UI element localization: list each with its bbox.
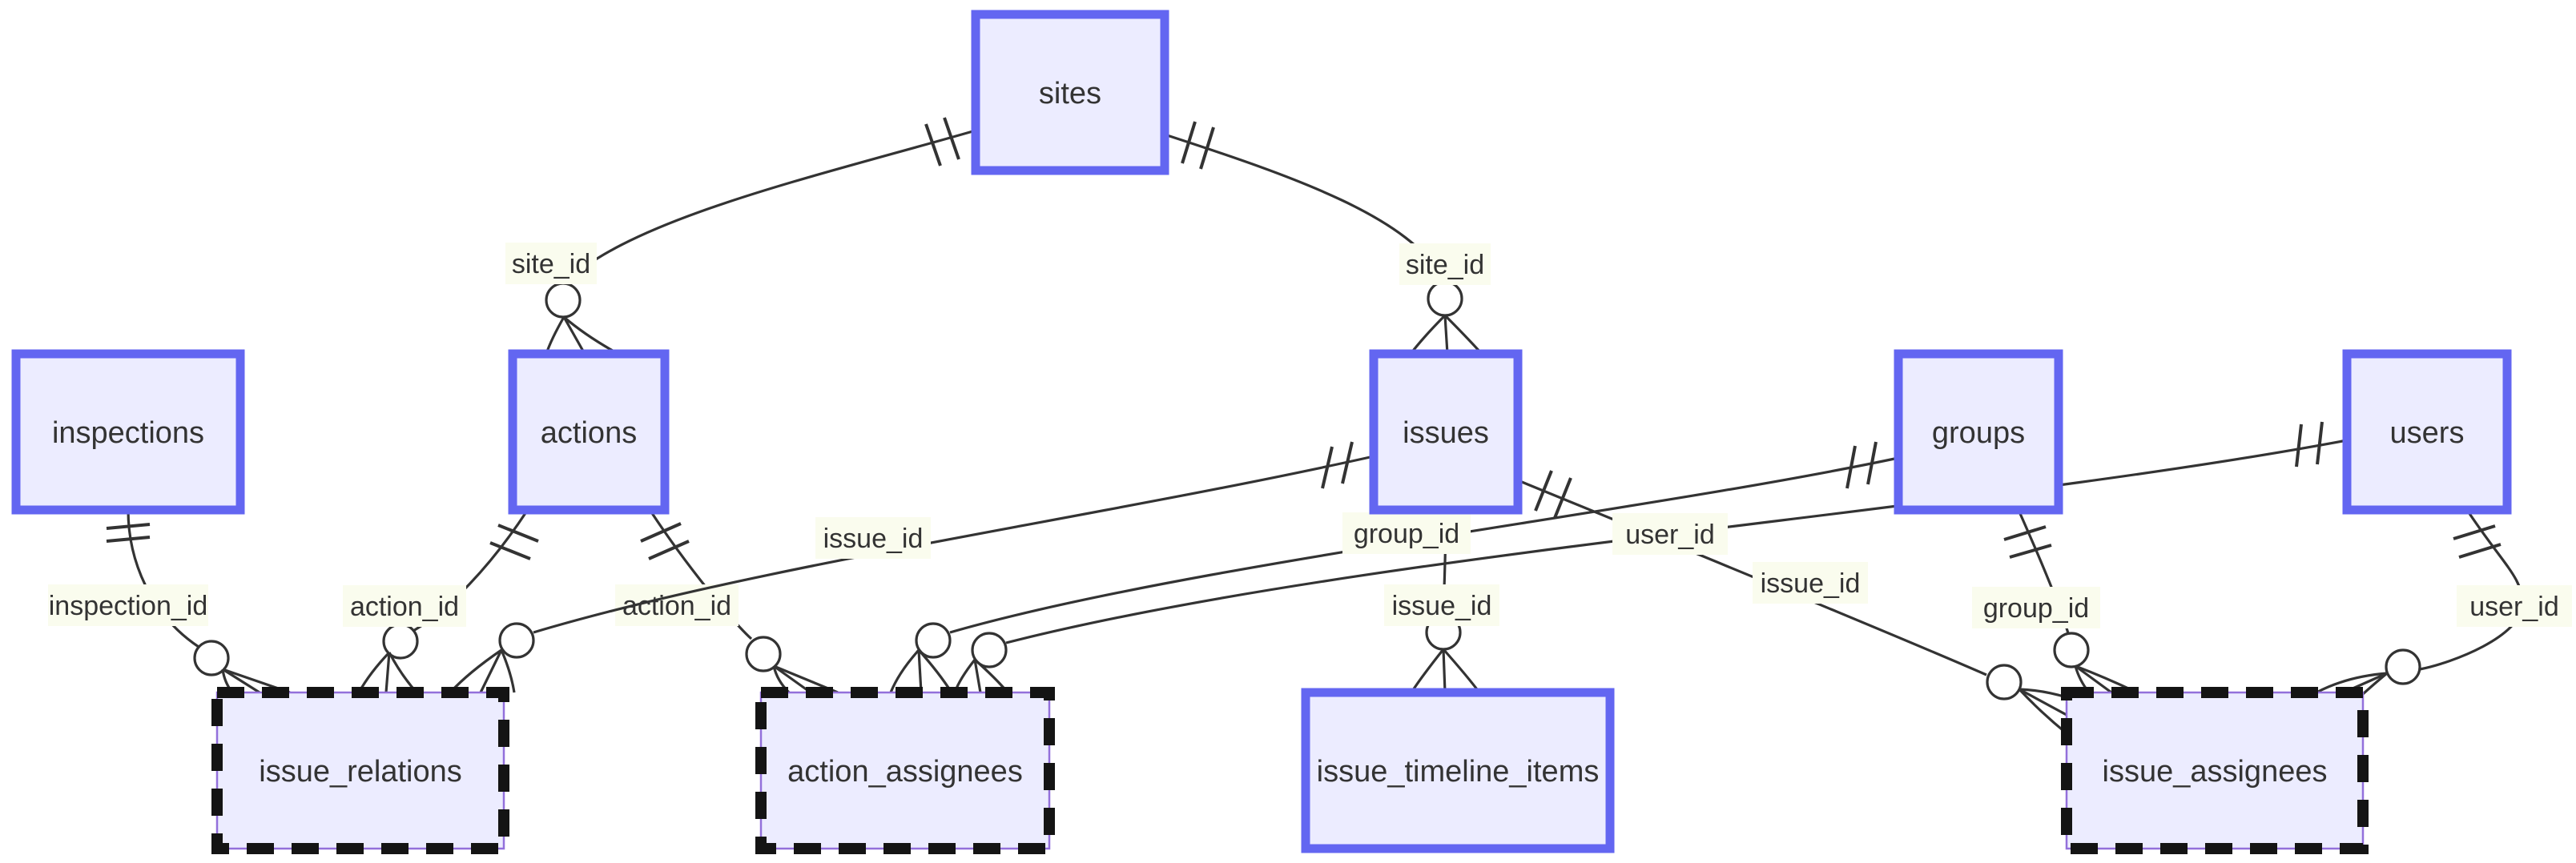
svg-text:group_id: group_id — [1983, 593, 2089, 624]
relationship-sites-actions: site_id — [505, 117, 976, 355]
relationship-label: group_id — [1972, 587, 2100, 628]
svg-text:issue_id: issue_id — [1761, 568, 1861, 599]
zero-or-many-marker — [545, 282, 619, 355]
zero-or-many-marker — [193, 640, 291, 694]
entity-inspections: inspections — [11, 349, 245, 515]
svg-text:action_assignees: action_assignees — [787, 755, 1023, 789]
relationship-groups-issue-assignees: group_id — [1972, 509, 2138, 694]
relationship-label: issue_id — [1753, 562, 1868, 604]
zero-or-many-marker — [449, 622, 535, 694]
relationship-issues-issue-relations: issue_id — [449, 441, 1375, 694]
zero-or-many-marker — [1410, 614, 1481, 693]
one-marker — [1845, 441, 1878, 489]
svg-text:inspections: inspections — [52, 416, 204, 450]
entity-actions: actions — [508, 349, 670, 515]
zero-or-many-marker — [953, 632, 1009, 694]
svg-text:actions: actions — [541, 416, 637, 450]
zero-or-many-marker — [745, 636, 839, 694]
svg-text:groups: groups — [1932, 416, 2025, 450]
relationship-label: user_id — [2457, 585, 2572, 627]
svg-text:group_id: group_id — [1354, 519, 1459, 549]
relationship-label: site_id — [1399, 243, 1491, 285]
svg-text:issue_assignees: issue_assignees — [2103, 755, 2328, 789]
entity-users: users — [2342, 349, 2512, 515]
svg-text:site_id: site_id — [512, 249, 590, 279]
svg-text:inspection_id: inspection_id — [49, 591, 207, 621]
relationship-label: issue_id — [1384, 584, 1499, 626]
entity-sites: sites — [971, 10, 1169, 175]
zero-or-many-marker — [1986, 664, 2068, 735]
entity-action-assignees: action_assignees — [755, 687, 1055, 854]
svg-text:issues: issues — [1403, 416, 1489, 450]
relationship-label: group_id — [1342, 512, 1471, 554]
entity-issues: issues — [1369, 349, 1523, 515]
entity-groups: groups — [1894, 349, 2063, 515]
svg-text:issue_id: issue_id — [823, 524, 924, 554]
relationship-actions-issue-relations: action_id — [343, 510, 539, 694]
svg-text:action_id: action_id — [350, 592, 459, 622]
svg-text:issue_relations: issue_relations — [259, 755, 461, 789]
svg-text:issue_timeline_items: issue_timeline_items — [1317, 755, 1600, 789]
entity-issue-timeline-items: issue_timeline_items — [1301, 688, 1615, 853]
zero-or-many-marker — [2316, 648, 2421, 696]
relationship-inspections-issue-relations: inspection_id — [48, 509, 291, 694]
svg-text:user_id: user_id — [2469, 592, 2559, 622]
one-marker — [2295, 421, 2324, 468]
relationship-label: inspection_id — [48, 584, 208, 626]
one-marker — [1181, 121, 1215, 170]
svg-text:issue_id: issue_id — [1392, 591, 1492, 621]
entity-issue-relations: issue_relations — [211, 687, 509, 854]
one-marker — [489, 524, 539, 560]
zero-or-many-marker — [889, 622, 953, 693]
svg-text:user_id: user_id — [1625, 520, 1715, 550]
one-marker — [2453, 524, 2502, 559]
entity-issue-assignees: issue_assignees — [2061, 687, 2369, 854]
one-marker — [640, 522, 690, 560]
zero-or-many-marker — [357, 623, 419, 694]
relationship-label: site_id — [505, 243, 597, 284]
one-marker — [1321, 441, 1354, 489]
zero-or-many-marker — [2053, 632, 2138, 694]
one-marker — [106, 523, 151, 543]
svg-text:sites: sites — [1039, 77, 1101, 110]
one-marker — [1534, 470, 1572, 519]
zero-or-many-marker — [1409, 280, 1483, 355]
relationship-issues-issue-assignees: issue_id — [1517, 470, 2068, 735]
one-marker — [2003, 525, 2052, 559]
svg-text:site_id: site_id — [1406, 250, 1484, 280]
relationship-label: user_id — [1612, 513, 1728, 555]
relationship-users-issue-assignees: user_id — [2316, 509, 2572, 696]
svg-text:users: users — [2390, 416, 2465, 450]
relationship-users-action-assignees: user_id — [953, 421, 2348, 694]
one-marker — [924, 117, 960, 167]
relationship-label: action_id — [343, 585, 466, 627]
relationship-label: issue_id — [815, 517, 931, 559]
relationship-groups-action-assignees: group_id — [889, 441, 1899, 693]
relationship-sites-issues: site_id — [1164, 121, 1491, 355]
relationship-issues-issue-timeline-items: issue_id — [1384, 509, 1499, 693]
